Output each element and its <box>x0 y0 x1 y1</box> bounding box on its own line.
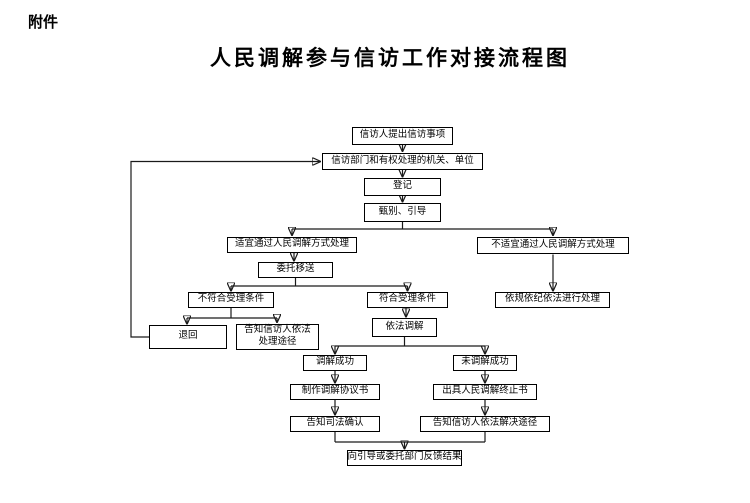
node-authority: 信访部门和有权处理的机关、单位 <box>322 153 483 170</box>
node-success: 调解成功 <box>303 355 367 371</box>
node-accept: 符合受理条件 <box>367 292 448 308</box>
page-title: 人民调解参与信访工作对接流程图 <box>210 46 570 70</box>
node-handle-law: 依规依纪依法进行处理 <box>495 292 610 308</box>
node-inform-resolve: 告知信访人依法解决途径 <box>420 416 550 432</box>
node-termination: 出具人民调解终止书 <box>433 384 537 400</box>
node-agreement: 制作调解协议书 <box>290 384 380 400</box>
node-entrust: 委托移送 <box>258 262 333 278</box>
node-submit: 信访人提出信访事项 <box>352 127 453 145</box>
edge-return-authority-loop <box>130 162 320 338</box>
node-mediate: 依法调解 <box>372 318 437 337</box>
attachment-label: 附件 <box>28 14 59 31</box>
node-judicial-confirm: 告知司法确认 <box>290 416 380 432</box>
node-register: 登记 <box>364 178 441 196</box>
node-suitable: 适宜通过人民调解方式处理 <box>227 237 357 253</box>
node-feedback: 向引导或委托部门反馈结果 <box>347 450 462 466</box>
node-screen: 甄别、引导 <box>364 203 441 222</box>
node-return: 退回 <box>149 325 227 349</box>
node-unsuitable: 不适宜通过人民调解方式处理 <box>477 237 629 254</box>
node-not-accept: 不符合受理条件 <box>188 292 274 308</box>
node-fail: 未调解成功 <box>453 355 517 371</box>
node-inform-ways: 告知信访人依法 处理途径 <box>236 324 319 350</box>
